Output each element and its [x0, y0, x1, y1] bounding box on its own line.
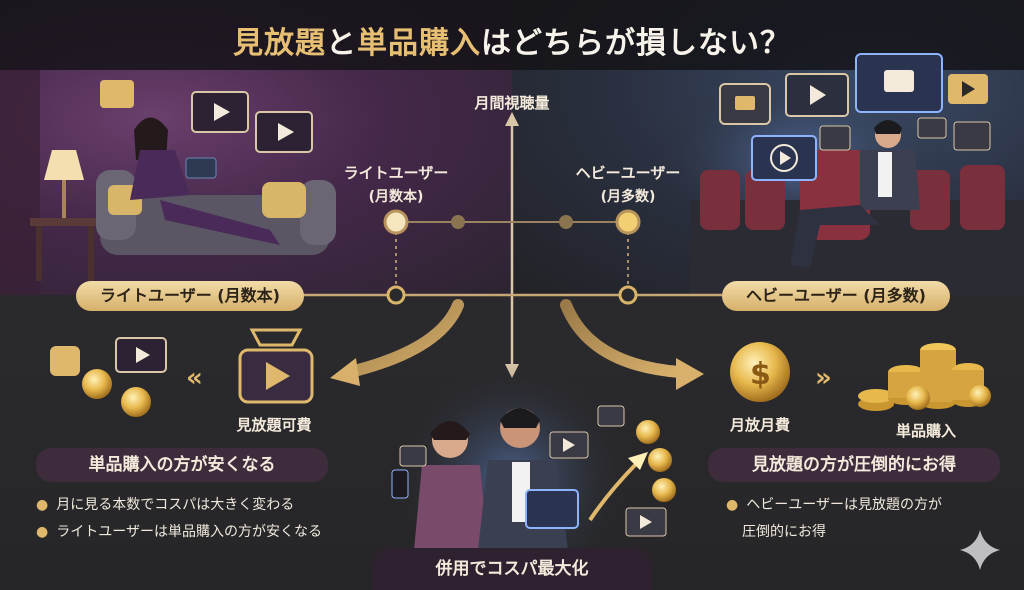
- light-bullets: ●月に見る本数でコスパは大きく変わる ●ライトユーザーは単品購入の方が安くなる: [36, 492, 376, 546]
- heavy-bullet-2: 圧倒的にお得: [742, 524, 826, 540]
- heavy-floating-icons: [719, 53, 991, 181]
- title-part-single: 単品購入: [357, 26, 481, 61]
- svg-text:$: $: [750, 357, 771, 392]
- curved-arrows: [330, 299, 704, 390]
- sparkle-icon: [960, 530, 1000, 570]
- page-title: 見放題と単品購入はどちらが損しない？: [0, 18, 1024, 62]
- title-part-and: と: [326, 26, 357, 61]
- axis-lines: [300, 112, 722, 378]
- center-banner: 併用でコスパ最大化: [372, 548, 652, 590]
- heavy-user-sub: (月多数): [600, 189, 656, 205]
- light-bullet-2: ●ライトユーザーは単品購入の方が安くなる: [36, 524, 322, 540]
- heavy-bullet-1: ●ヘビーユーザーは見放題の方が: [726, 497, 942, 513]
- light-user-sub: (月数本): [368, 189, 424, 205]
- vertical-axis-label: 月間視聴量: [474, 94, 550, 112]
- heavy-user-pill: ヘビーユーザー (月多数): [722, 281, 950, 311]
- light-conclusion-pill: 単品購入の方が安くなる: [36, 448, 328, 482]
- light-bullet-1: ●月に見る本数でコスパは大きく変わる: [36, 497, 295, 513]
- center-illustration: [391, 360, 676, 590]
- svg-text:»: »: [815, 363, 832, 393]
- title-bar: [0, 0, 1024, 70]
- title-part-question: はどちらが損しない？: [481, 26, 791, 61]
- heavy-conclusion-pill: 見放題の方が圧倒的にお得: [708, 448, 1000, 482]
- heavy-cost-icons: $ »: [730, 342, 991, 411]
- light-user-pill: ライトユーザー (月数本): [76, 281, 304, 311]
- light-cost-icons: «: [50, 328, 314, 417]
- svg-text:«: «: [186, 363, 203, 393]
- light-floating-icons: [100, 80, 313, 153]
- light-user-illustration: [0, 70, 336, 295]
- heavy-purchase-label: 単品購入: [895, 422, 956, 440]
- heavy-fee-label: 月放月費: [729, 416, 790, 434]
- title-part-unlimited: 見放題: [233, 26, 326, 61]
- light-fee-label: 見放題可費: [236, 416, 312, 434]
- heavy-user-label: ヘビーユーザー: [575, 164, 681, 182]
- light-user-label: ライトユーザー: [343, 164, 449, 182]
- heavy-bullets: ●ヘビーユーザーは見放題の方が 圧倒的にお得: [726, 492, 1006, 546]
